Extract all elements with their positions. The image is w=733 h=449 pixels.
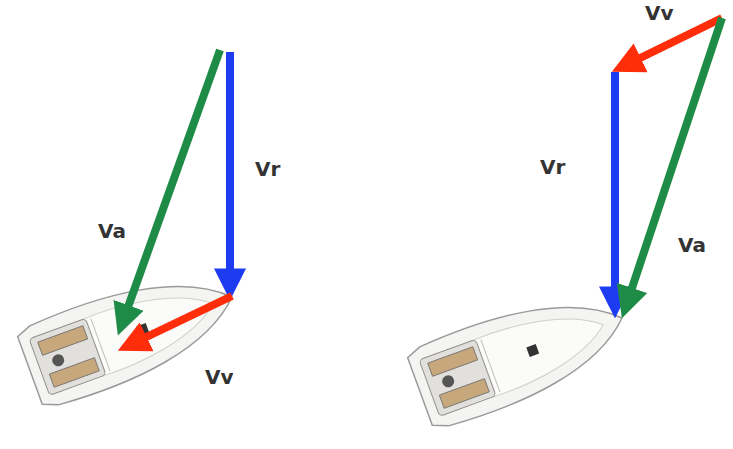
vector-label: Va (678, 234, 706, 256)
sailboat (15, 256, 247, 412)
vector-label: Vr (255, 158, 280, 180)
speed-wind-arrow (138, 296, 232, 341)
vector-label: Vv (645, 2, 674, 24)
vector-label: Vv (205, 366, 234, 388)
sailboat (405, 277, 637, 433)
apparent-wind-arrow (125, 50, 220, 314)
true-wind-arrow (611, 72, 619, 296)
vector-label: Va (98, 220, 126, 242)
vector-label: Vr (540, 156, 565, 178)
true-wind-arrow (226, 52, 234, 278)
apparent-wind-arrow (629, 18, 722, 297)
